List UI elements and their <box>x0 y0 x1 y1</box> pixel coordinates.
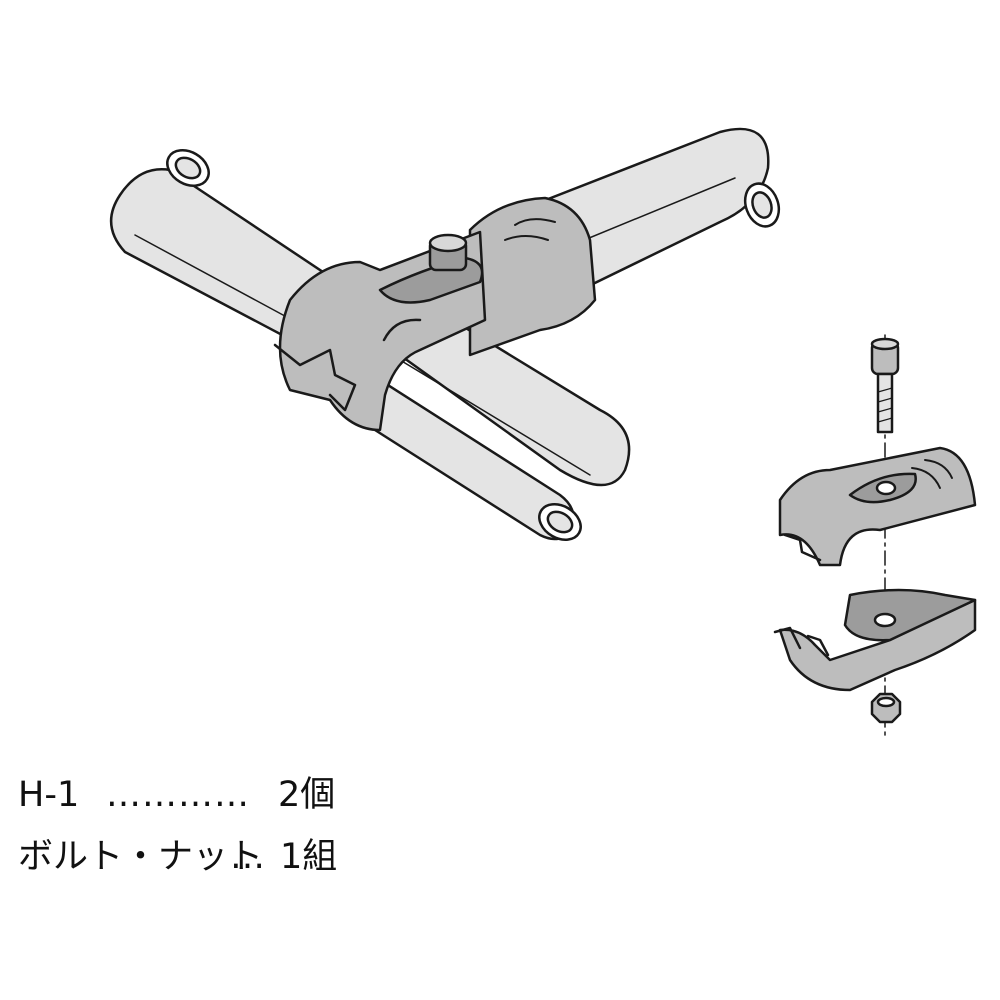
parts-list: H-1 ………… 2個 ボルト・ナット… 1組 <box>18 778 337 902</box>
joint-assembly-illustration <box>109 127 977 741</box>
part-qty: 2個 <box>278 775 336 815</box>
joint-h1-assembled <box>273 196 597 432</box>
part-name: ボルト・ナット <box>18 837 264 877</box>
nut <box>870 692 902 724</box>
exploded-parts <box>773 334 977 741</box>
upper-clamp-half <box>778 446 977 567</box>
leader-dots: ………… <box>106 775 250 815</box>
leader-dots: … <box>230 837 265 877</box>
lower-clamp-half <box>773 588 977 692</box>
part-qty: 1組 <box>280 837 338 877</box>
parts-row-h1: H-1 ………… 2個 <box>18 778 337 840</box>
bolt <box>870 337 900 434</box>
part-name: H-1 <box>18 775 80 815</box>
parts-row-bolt-nut: ボルト・ナット… 1組 <box>18 840 337 902</box>
